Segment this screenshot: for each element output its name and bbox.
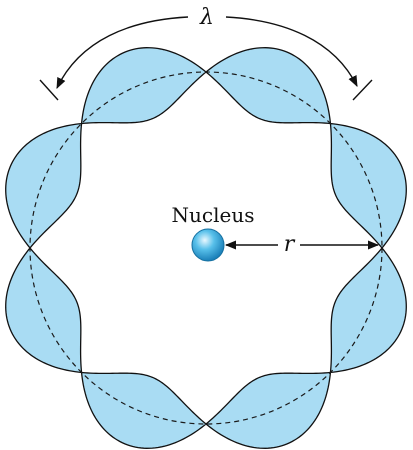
wave-lobe — [5, 246, 83, 374]
standing-wave-lobes — [5, 47, 407, 449]
wavelength-tick-right — [352, 79, 373, 101]
wavelength-label: λ — [199, 5, 214, 30]
wavelength-arc-arrow-right — [225, 16, 358, 88]
wave-lobe — [329, 122, 407, 250]
nucleus-sphere — [191, 228, 225, 262]
radius-label: r — [284, 232, 296, 257]
wave-lobe — [329, 246, 407, 374]
wave-lobe — [5, 122, 83, 250]
wave-lobe — [204, 47, 332, 125]
wave-lobe — [80, 371, 208, 449]
nucleus-label: Nucleus — [172, 203, 255, 227]
wave-lobe — [204, 371, 332, 449]
wavelength-arc-arrow — [56, 16, 189, 90]
wavelength-tick-left — [39, 79, 59, 101]
wave-lobe — [80, 47, 208, 125]
orbit-dashed-circle — [29, 71, 383, 425]
